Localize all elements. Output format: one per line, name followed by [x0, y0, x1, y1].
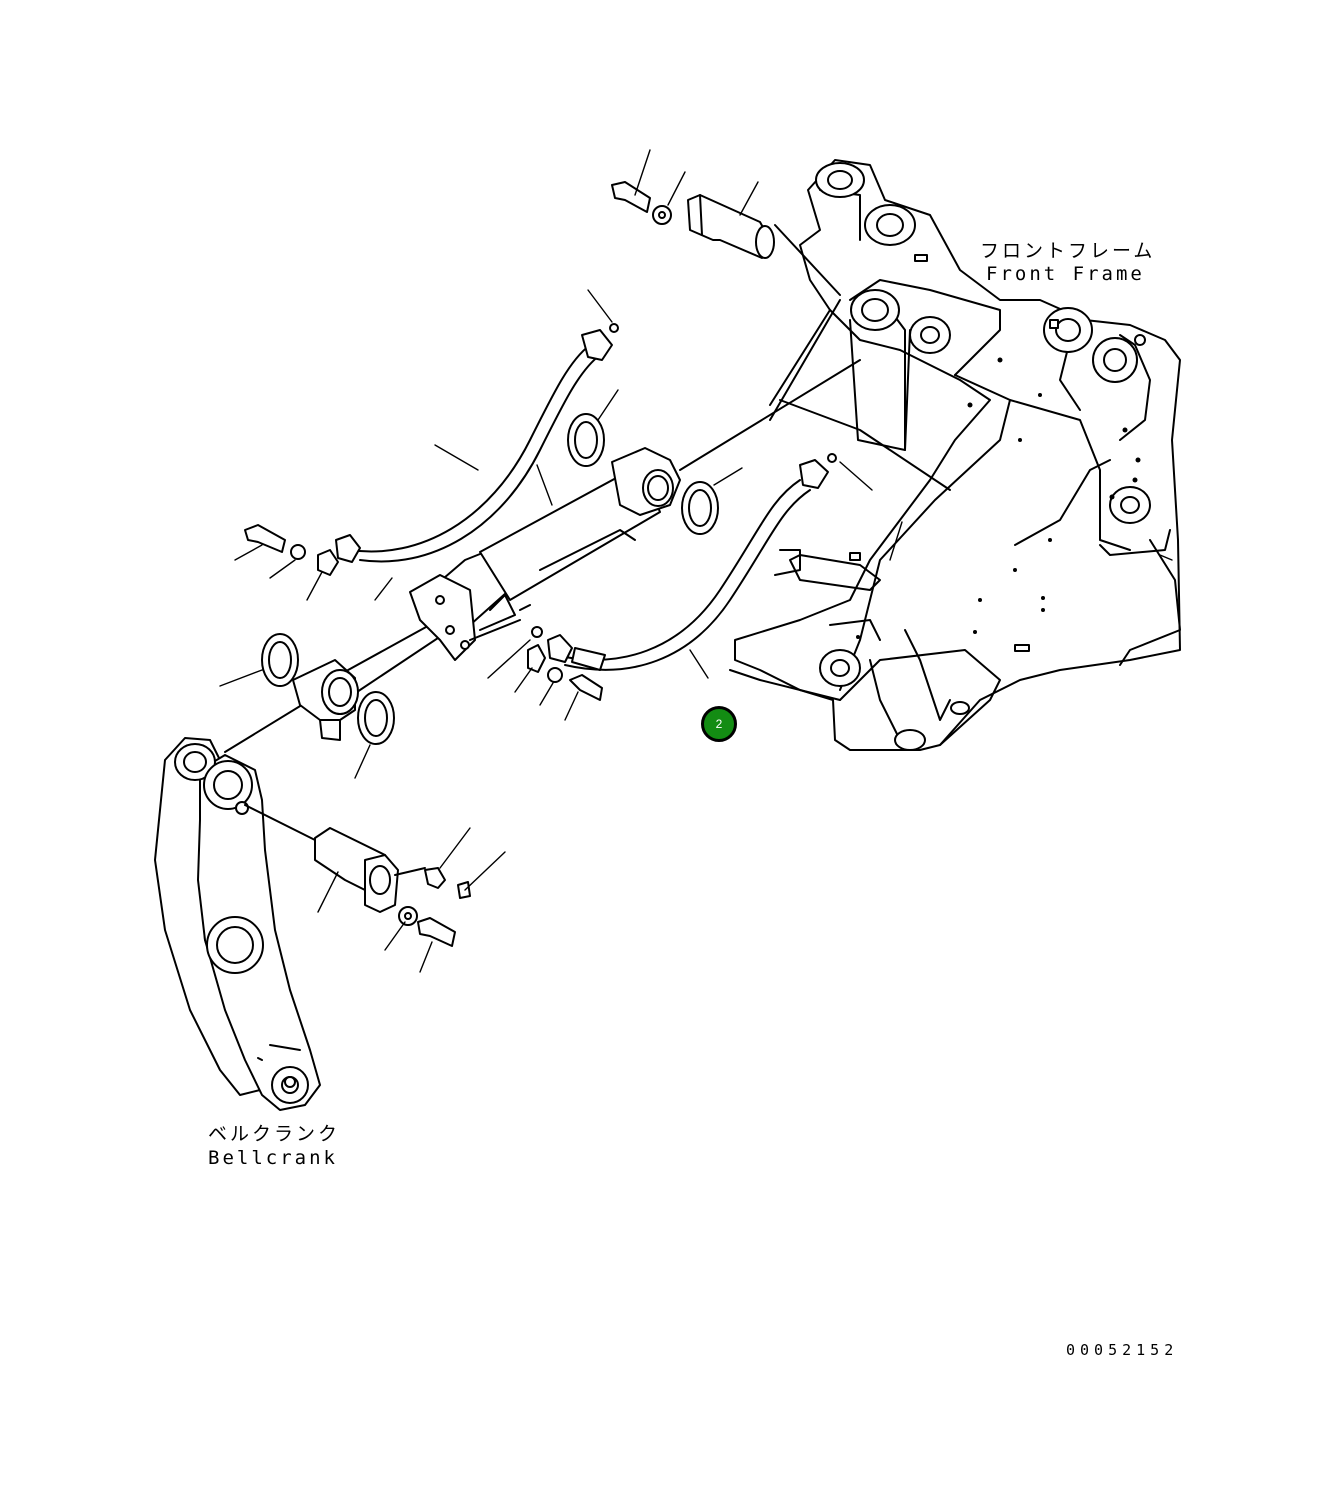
bellcrank-label-jp: ベルクランク — [208, 1123, 341, 1145]
bellcrank-label-en: Bellcrank — [208, 1147, 338, 1169]
part-callout-2[interactable]: 2 — [701, 706, 737, 742]
leader-lines — [219, 149, 1173, 973]
hoses — [335, 329, 829, 671]
front-frame-label-en: Front Frame — [986, 263, 1145, 285]
bellcrank — [154, 737, 471, 1111]
hydraulic-cylinder — [224, 224, 861, 753]
pins-and-hardware — [244, 181, 837, 745]
front-frame-label-jp: フロントフレーム — [980, 240, 1156, 262]
drawing-code: 00052152 — [1066, 1341, 1179, 1359]
front-frame — [729, 159, 1181, 751]
